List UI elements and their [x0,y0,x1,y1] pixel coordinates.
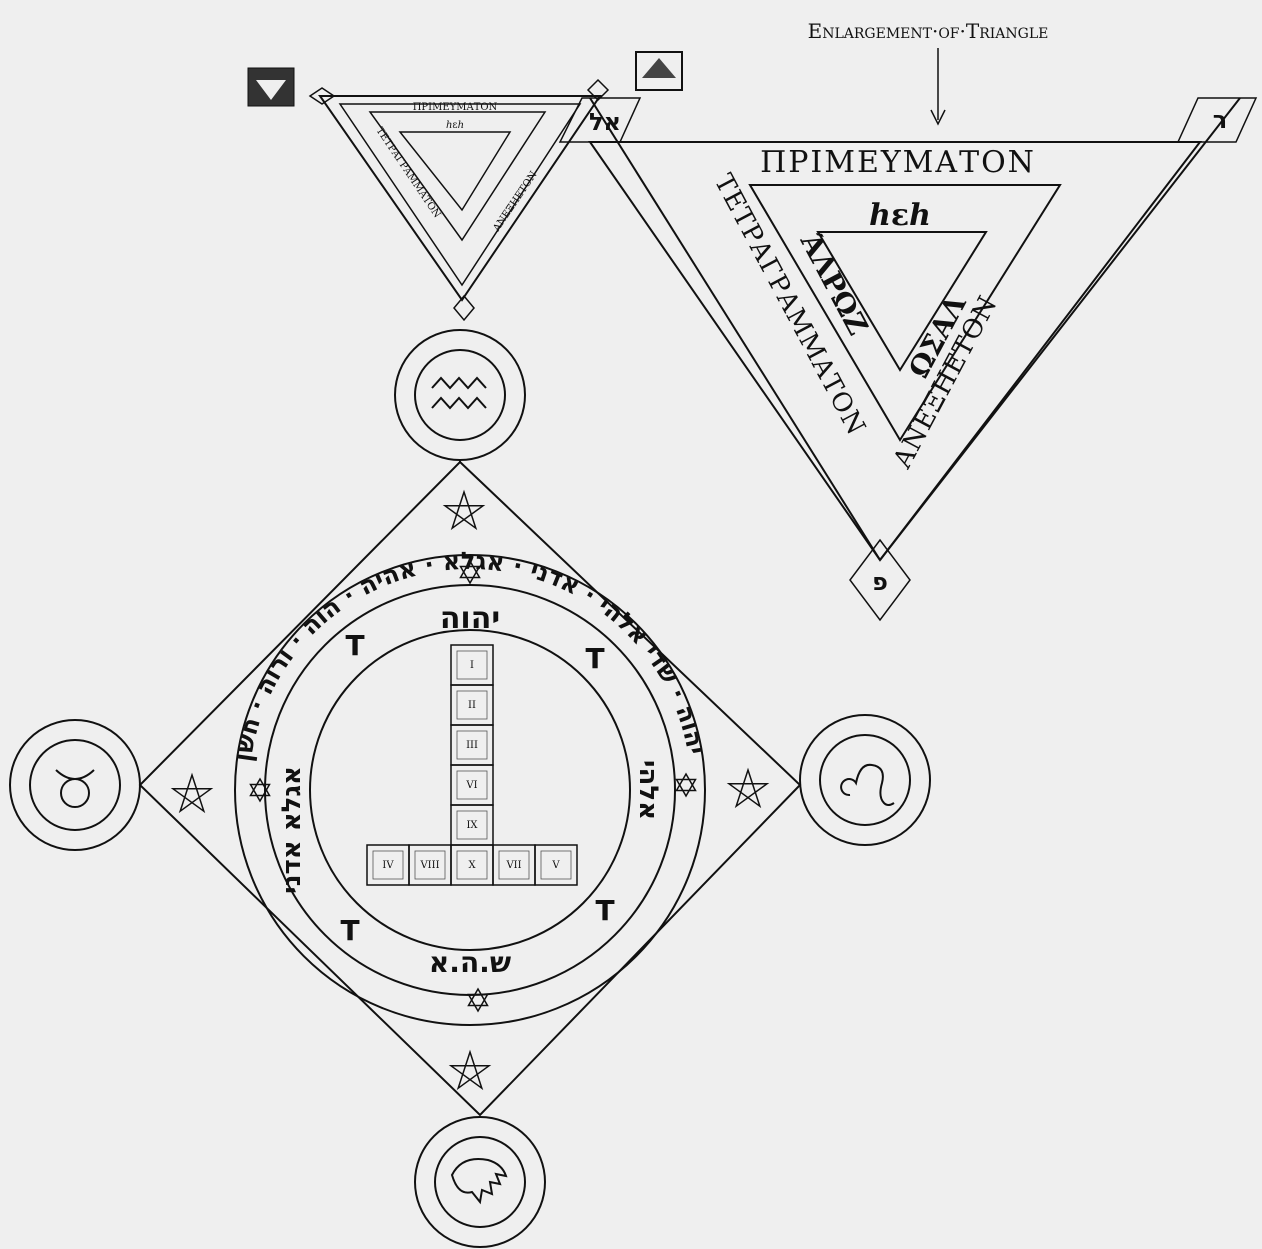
leo-icon [841,765,894,805]
svg-text:X: X [468,860,476,871]
tau-cell: V [535,845,577,885]
tau-cell: IV [367,845,409,885]
svg-text:V: V [551,860,560,871]
large-triangle-corner-left: אל [589,108,621,136]
small-triangle-right-text: ΑΝΕΞΗΕΤΟΝ [491,169,540,234]
tau-cell: VIII [409,845,451,885]
leo-circle [800,715,930,845]
hexagram-icon [469,989,488,1011]
tau-letter-1: T [345,629,364,662]
large-triangle-top-text: ΠΡΙΜΕΥΜΑΤΟΝ [760,145,1036,180]
svg-text:III: III [466,740,478,751]
inner-left-text: אגלא אדני [277,766,307,894]
tau-cell: X [451,845,493,885]
tau-letter-4: T [595,894,614,927]
pentagram-icon [729,770,767,806]
tau-cell: III [451,725,493,765]
enlargement-label: Enlargement·of·Triangle [808,19,1049,43]
svg-text:I: I [470,660,474,671]
tau-cell: IX [451,805,493,845]
large-triangle-corner-bottom: פ [872,568,888,596]
hexagram-icon [677,774,696,796]
large-triangle-corner-right: ר [1213,106,1227,134]
inner-right-text: אלהי [633,760,663,820]
pentagram-icon [451,1052,489,1088]
small-triangle-inner-text: ℎεℎ [446,120,464,131]
svg-text:VIII: VIII [419,860,439,871]
pentagram-icon [445,492,483,528]
eagle-circle [415,1117,545,1247]
tau-cell: VII [493,845,535,885]
large-triangle: ΠΡΙΜΕΥΜΑΤΟΝ ΤΕΤΡΑΓΡΑΜΜΑΤΟΝ ΑΝΕΞΗΕΤΟΝ ℎεℎ… [560,98,1256,620]
tau-letter-3: T [340,914,359,947]
tau-cell: II [451,685,493,725]
aquarius-circle [395,330,525,462]
small-triangle-top-text: ΠΡΙΜΕΥΜΑΤΟΝ [413,102,498,113]
svg-text:IX: IX [466,820,478,831]
taurus-circle [10,720,140,850]
svg-text:IV: IV [382,860,394,871]
tau-cell: I [451,645,493,685]
aquarius-icon [432,378,486,388]
small-triangle: ΠΡΙΜΕΥΜΑΤΟΝ ℎεℎ ΤΕΤΡΑΓΡΑΜΜΑΤΟΝ ΑΝΕΞΗΕΤΟΝ [310,80,608,320]
tau-cell: VI [451,765,493,805]
taurus-icon [56,770,94,807]
eagle-head-icon [452,1159,506,1202]
pentagram-icon [173,775,211,811]
hatched-square-left [248,68,294,106]
inner-top-name: יהוה [440,601,500,636]
svg-text:VII: VII [505,860,521,871]
svg-text:VI: VI [465,780,477,791]
hatched-square-right [636,52,682,90]
large-triangle-inner-top: ℎεℎ [869,198,931,233]
svg-text:II: II [468,700,476,711]
hexagram-icon [251,779,270,801]
inner-bottom-text: ש.ה.א [429,946,511,979]
tau-letter-2: T [585,642,604,675]
